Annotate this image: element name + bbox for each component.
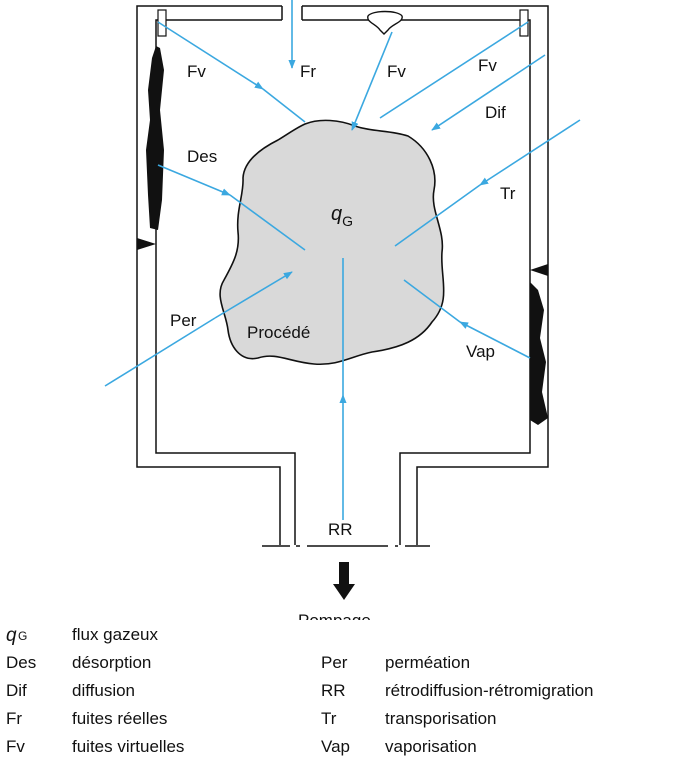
label-dif: Dif xyxy=(485,103,506,122)
arrow-tr-1 xyxy=(479,119,581,186)
arrow-per-2 xyxy=(214,271,293,319)
arrow-fv-mid xyxy=(351,31,393,131)
label-fv-left: Fv xyxy=(187,62,206,81)
arrow-tr-2 xyxy=(394,184,481,247)
legend-symbol: Des xyxy=(6,653,37,672)
arrow-dif xyxy=(431,54,546,131)
label-des: Des xyxy=(187,147,217,166)
legend-symbol: Vap xyxy=(321,737,350,756)
legend-symbol: Per xyxy=(321,653,348,672)
legend-symbol: RR xyxy=(321,681,346,700)
arrow-per-1 xyxy=(104,317,216,387)
pumping-arrow-icon xyxy=(333,562,355,600)
notch-right xyxy=(530,264,548,276)
legend-text: diffusion xyxy=(72,681,136,700)
chamber-wall xyxy=(136,5,549,545)
legend-text: flux gazeux xyxy=(72,625,158,644)
legend-text: perméation xyxy=(385,653,471,672)
gasket-right xyxy=(519,9,529,37)
arrow-fv-right xyxy=(379,21,529,119)
arrow-fv-left-1 xyxy=(157,21,264,90)
gasket-left xyxy=(157,9,167,37)
arrow-fv-left-2 xyxy=(262,88,306,123)
label-pompage: Pompage xyxy=(298,611,371,620)
wall-deposit-right xyxy=(530,282,548,425)
label-tr: Tr xyxy=(500,184,516,203)
legend-symbol-sub: G xyxy=(18,629,28,643)
legend-text: fuites réelles xyxy=(72,709,168,728)
notch-left xyxy=(137,238,156,250)
label-per: Per xyxy=(170,311,197,330)
legend-symbol: Fr xyxy=(6,709,23,728)
legend-symbol: q xyxy=(6,625,17,646)
legend-symbol: Tr xyxy=(321,709,337,728)
label-fv-mid: Fv xyxy=(387,62,406,81)
legend-symbol: Dif xyxy=(6,681,27,700)
label-vap: Vap xyxy=(466,342,495,361)
process-blob xyxy=(219,119,445,366)
label-fv-right: Fv xyxy=(478,56,497,75)
legend-text: fuites virtuelles xyxy=(72,737,185,756)
seal-icon xyxy=(367,10,403,35)
label-fr: Fr xyxy=(300,62,316,81)
arrow-vap-2 xyxy=(403,279,461,323)
legend-symbol: Fv xyxy=(6,737,25,756)
arrow-vap-1 xyxy=(459,321,531,359)
legend-text: transporisation xyxy=(385,709,497,728)
wall-deposit-left xyxy=(146,46,164,230)
arrow-des-2 xyxy=(229,194,306,251)
legend-text: désorption xyxy=(72,653,152,672)
arrow-des-1 xyxy=(157,164,231,196)
label-qg: qG xyxy=(331,203,353,229)
label-rr: RR xyxy=(328,520,353,539)
legend-text: rétrodiffusion-rétromigration xyxy=(385,681,594,700)
legend-text: vaporisation xyxy=(385,737,477,756)
vacuum-chamber-diagram: Fv Fr Fv Fv Dif Des qG Tr Per Procédé Va… xyxy=(104,0,581,620)
label-procede: Procédé xyxy=(247,323,310,342)
